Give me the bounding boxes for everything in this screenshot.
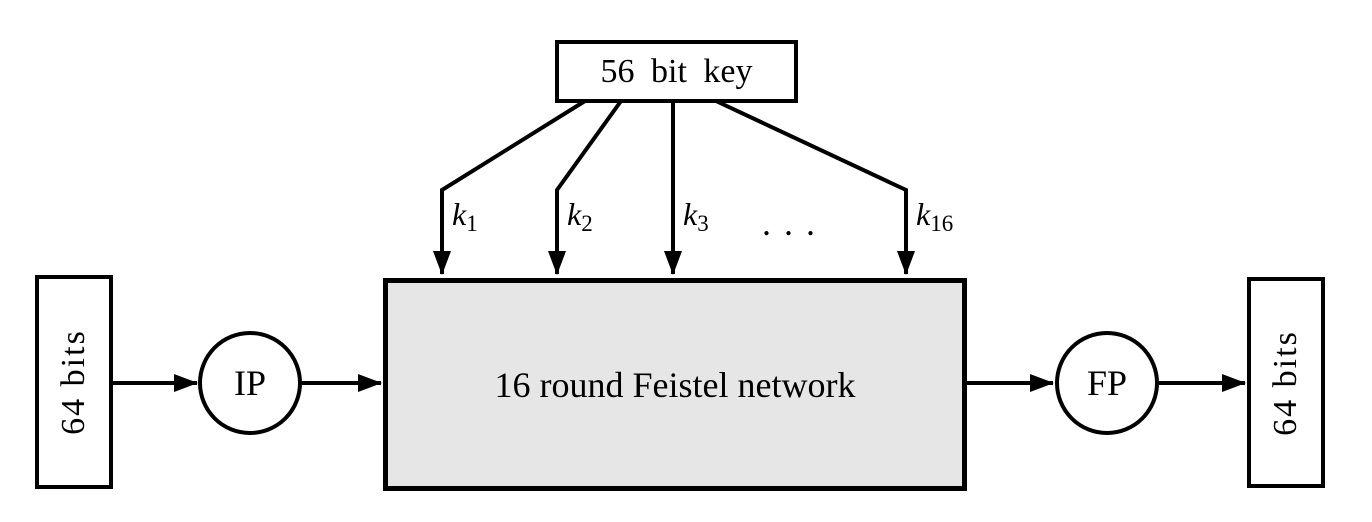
subkey-arrow-k16	[715, 99, 915, 275]
feistel-network-label: 16 round Feistel network	[494, 364, 856, 405]
ellipsis: . . .	[762, 203, 817, 243]
key-box-label: 56 bit key	[600, 52, 753, 90]
output-bits-label: 64 bits	[1267, 329, 1304, 436]
subkey-k3-sub: 3	[697, 211, 709, 236]
subkey-k1-base: k	[452, 196, 467, 232]
subkey-label-k1: k1	[452, 196, 478, 235]
subkey-label-k3: k3	[683, 196, 709, 235]
ip-node: IP	[198, 331, 302, 435]
subkey-label-k16: k16	[916, 196, 953, 235]
subkey-k2-base: k	[567, 196, 582, 232]
fp-node-label: FP	[1086, 363, 1128, 403]
feistel-network-box: 16 round Feistel network	[383, 278, 967, 491]
input-bits-label: 64 bits	[55, 329, 92, 435]
subkey-arrow-k2	[548, 99, 623, 275]
subkey-k1-sub: 1	[466, 211, 478, 236]
subkey-k2-sub: 2	[581, 211, 593, 236]
subkey-k16-sub: 16	[930, 211, 954, 236]
subkey-k16-base: k	[916, 196, 931, 232]
subkey-k3-base: k	[683, 196, 698, 232]
fp-node: FP	[1055, 331, 1159, 435]
input-bits-box: 64 bits	[35, 275, 113, 489]
output-bits-box: 64 bits	[1247, 277, 1325, 488]
key-box: 56 bit key	[555, 40, 798, 103]
subkey-arrow-k1	[433, 99, 587, 275]
ip-node-label: IP	[233, 363, 266, 403]
subkey-label-k2: k2	[567, 196, 593, 235]
